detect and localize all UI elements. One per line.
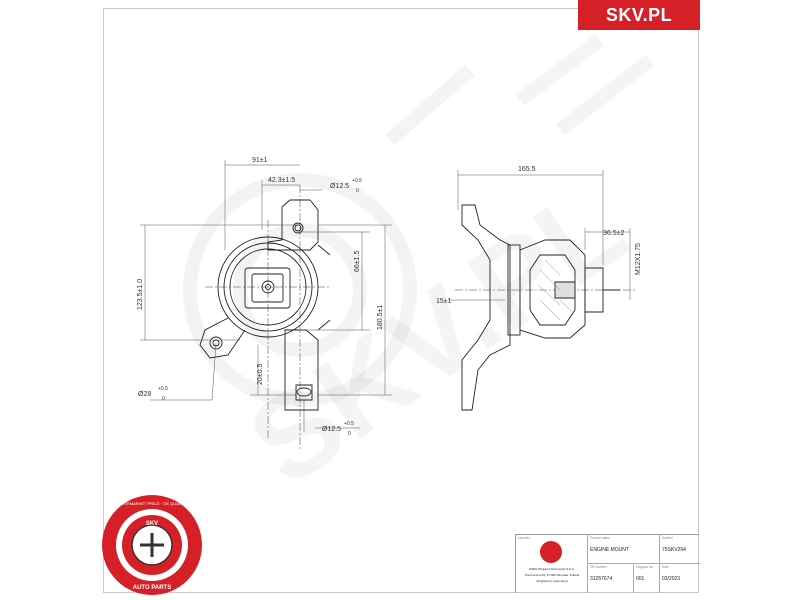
date-label: Date [662,565,669,569]
version-label: Diagram No. [636,565,654,569]
seal-ring-text-top: AFTERMARKET PRICE · OE QUALITY [117,501,188,506]
company-line-2: Poprzeczna 63, 57-900 Wroclaw, Poland [524,573,580,577]
front-dimension-lines [140,160,392,432]
dim-123: 123.5±1.0 [137,279,144,310]
dim-m12: M12X1.75 [635,243,642,275]
watermark-text: SKV.PL [226,159,649,511]
dim-165: 165.5 [518,166,536,173]
product-name: ENGINE MOUNT [590,547,629,553]
dim-tol-plus-top: +0.5 [352,178,362,184]
version-value: 001 [636,576,645,582]
dim-20: 20±0.5 [257,364,264,385]
oe-number: 31257674 [590,576,613,582]
oe-cell: OE Number 31257674 [588,564,634,593]
symbol-value: 75SKV294 [662,547,686,553]
importer-logo-icon [540,541,562,563]
dim-36-5: 36.5±2 [603,230,624,237]
version-cell: Diagram No. 001 [634,564,660,593]
company-line-3: info@skv.pl, www.skv.pl [536,579,568,583]
date-cell: Date 03/2023 [660,564,700,593]
dim-12-5-bottom: Ø12.5 [322,426,341,433]
dim-15: 15±1 [436,298,452,305]
title-block: Importer ESEN Wojciech Mrozowski S.K.A. … [515,534,700,593]
product-name-cell: Product name ENGINE MOUNT [588,535,660,564]
front-dimension-text: 91±1 42.3±1.5 Ø12.5 +0.5 0 123.5±1.0 66±… [137,157,384,437]
dim-tol-plus-28: +0.5 [158,386,168,392]
dim-12-5-top: Ø12.5 [330,183,349,190]
dim-66: 66±1.5 [354,251,361,272]
importer-label: Importer [518,536,530,540]
skv-seal: SKV AFTERMARKET PRICE · OE QUALITY AUTO … [102,495,202,595]
dim-42: 42.3±1.5 [268,177,295,184]
dim-tol-zero-28: 0 [162,396,165,402]
dim-91: 91±1 [252,157,268,164]
product-name-label: Product name [590,536,610,540]
side-view-hatch [537,259,573,321]
seal-ring-text-bottom: AUTO PARTS [133,585,171,591]
oe-label: OE Number [590,565,607,569]
side-view [461,204,620,411]
date-value: 03/2023 [662,576,681,582]
drawing-frame [103,8,699,593]
dim-180: 180.5±1 [377,305,384,330]
dim-tol-zero-bottom: 0 [348,431,351,437]
side-dimension-lines [448,170,631,301]
dim-28: Ø28 [138,391,151,398]
seal-center-text: SKV [146,521,158,527]
dim-tol-zero-top: 0 [356,188,359,194]
dim-tol-plus-bottom: +0.5 [344,421,354,427]
symbol-cell: Symbol 75SKV294 [660,535,700,564]
brand-badge[interactable]: SKV.PL [578,0,700,30]
importer-cell: Importer ESEN Wojciech Mrozowski S.K.A. … [516,535,588,593]
symbol-label: Symbol [662,536,673,540]
side-dimension-text: 165.5 36.5±2 M12X1.75 15±1 [436,166,642,305]
company-line-1: ESEN Wojciech Mrozowski S.K.A. [529,567,575,571]
